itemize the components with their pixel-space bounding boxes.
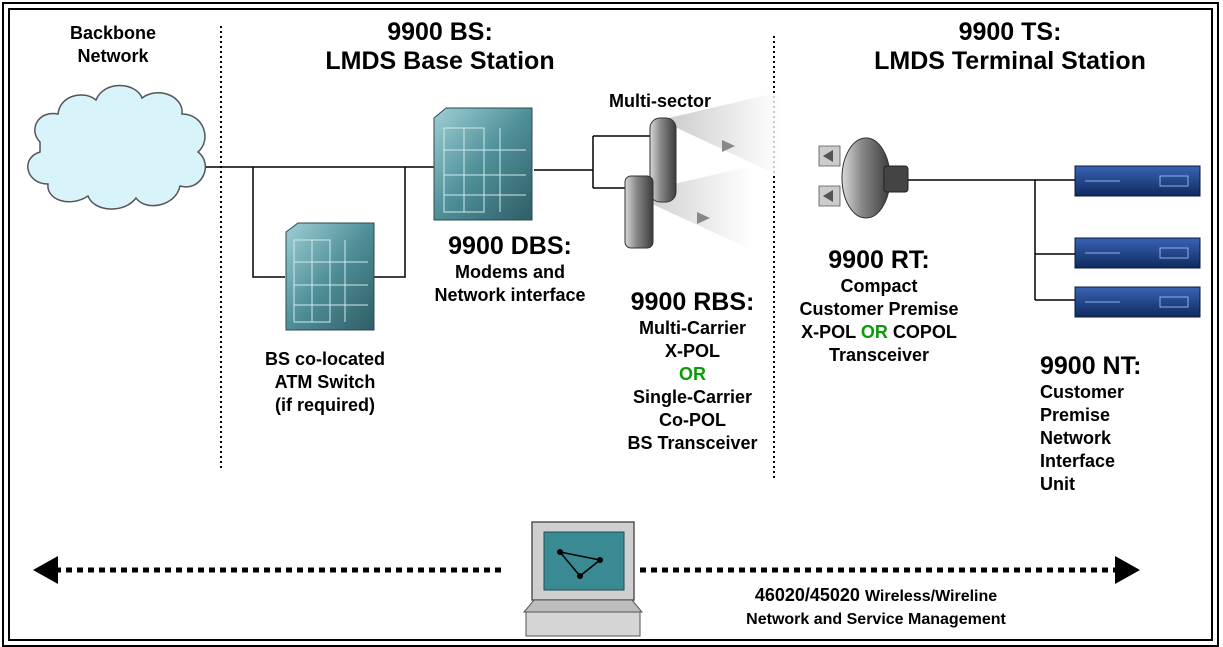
management-computer-icon bbox=[522, 521, 644, 637]
multi-sector-label: Multi-sector bbox=[608, 91, 711, 111]
management-span-arrows bbox=[33, 556, 1140, 584]
nt-unit-icon bbox=[1074, 237, 1201, 269]
nt-unit-icon bbox=[1074, 286, 1201, 318]
rt-label: 9900 RT: Compact Customer Premise X-POL … bbox=[799, 246, 959, 365]
nt-distribution-links bbox=[1030, 179, 1036, 300]
bs-header: 9900 BS:LMDS Base Station bbox=[325, 18, 555, 75]
rbs-label: 9900 RBS: Multi-Carrier X-POL OR Single-… bbox=[627, 288, 758, 453]
dbs-label: 9900 DBS: Modems and Network interface bbox=[434, 232, 586, 305]
atm-switch-loop bbox=[252, 167, 285, 278]
nt-label: 9900 NT: Customer Premise Network Interf… bbox=[1040, 352, 1142, 494]
ts-header: 9900 TS:LMDS Terminal Station bbox=[874, 18, 1146, 75]
multi-sector-antenna-icon bbox=[624, 92, 780, 250]
management-label: 46020/45020 Wireless/Wireline Network an… bbox=[746, 585, 1006, 628]
nt-unit-icon bbox=[1074, 165, 1201, 197]
backbone-cloud-icon bbox=[27, 84, 207, 210]
dbs-cabinet-icon bbox=[433, 107, 533, 221]
atm-switch-cabinet-icon bbox=[285, 222, 375, 331]
inner-border bbox=[8, 8, 1213, 641]
rt-dish-icon bbox=[818, 137, 1030, 219]
